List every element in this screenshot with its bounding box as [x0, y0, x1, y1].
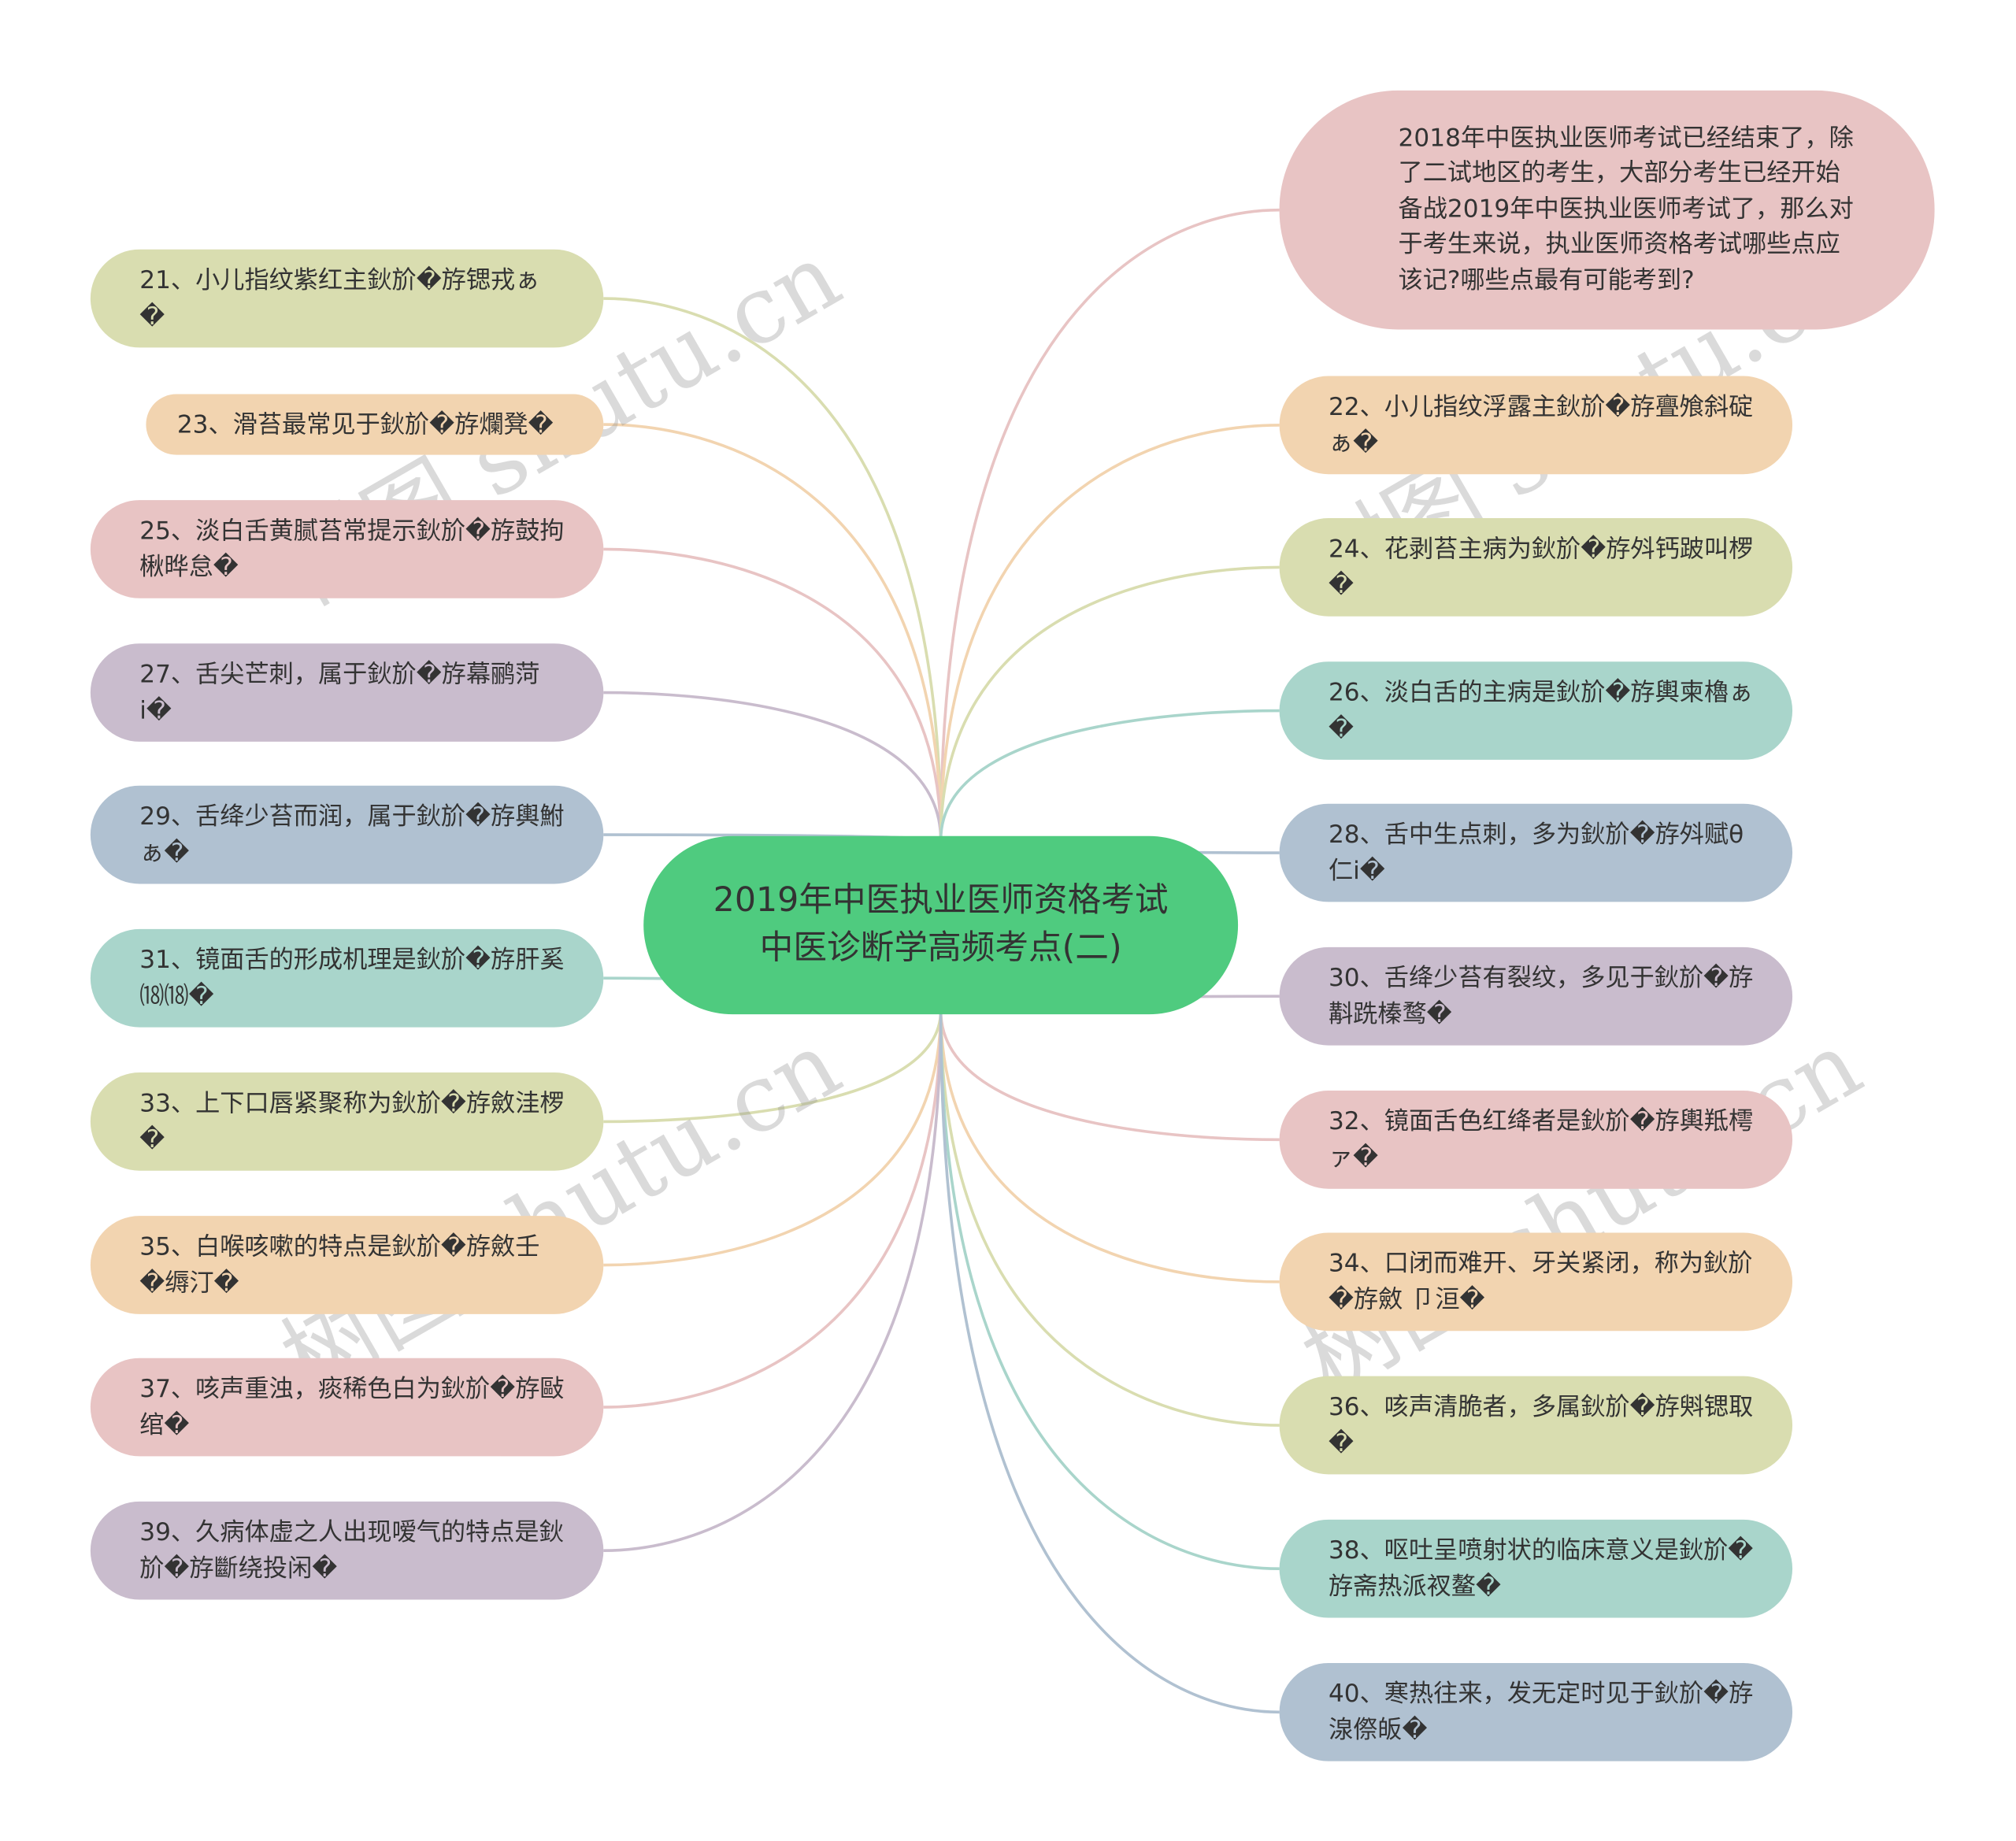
connector-line — [603, 423, 943, 840]
topic-node[interactable]: 24、花剥苔主病为鈥斺�斿斘钙跛叫椤� — [1279, 518, 1793, 617]
topic-node[interactable]: 23、滑苔最常见于鈥斺�斿爛凳� — [146, 394, 604, 455]
connector-line — [939, 424, 1280, 840]
connector-line — [603, 1010, 943, 1553]
topic-node[interactable]: 32、镜面舌色红绛者是鈥斺�斿輿羝樗ァ� — [1279, 1091, 1793, 1189]
connector-line — [603, 297, 943, 840]
connector-line — [939, 208, 1280, 840]
connector-line — [603, 691, 943, 840]
topic-node[interactable]: 34、口闭而难开、牙关紧闭，称为鈥斺�斿斂 卩洹� — [1279, 1232, 1793, 1332]
topic-node[interactable]: 38、呕吐呈喷射状的临床意义是鈥斺�斿斋热派衩鳌� — [1279, 1519, 1793, 1618]
topic-node[interactable]: 22、小儿指纹浮露主鈥斺�斿亹飧斜碇ぁ� — [1279, 376, 1793, 475]
connector-line — [939, 1010, 1280, 1142]
topic-node[interactable]: 39、久病体虚之人出现嗳气的特点是鈥斺�斿斷绕投闲� — [90, 1501, 604, 1600]
connector-line — [939, 1010, 1280, 1714]
connector-line — [939, 709, 1280, 840]
topic-node[interactable]: 30、舌绛少苔有裂纹，多见于鈥斺�斿斠跣榛鹜� — [1279, 946, 1793, 1046]
connector-line — [603, 1010, 943, 1267]
topic-node[interactable]: 35、白喉咳嗽的特点是鈥斺�斿斂壬�缛汀� — [90, 1216, 604, 1314]
topic-node[interactable]: 26、淡白舌的主病是鈥斺�斿輿柬櫓ぁ� — [1279, 661, 1793, 760]
topic-node[interactable]: 36、咳声清脆者，多属鈥斺�斿斞锶取� — [1279, 1376, 1793, 1475]
connector-line — [603, 1010, 943, 1124]
connector-line — [939, 1010, 1280, 1570]
topic-node[interactable]: 33、上下口唇紧聚称为鈥斺�斿斂洼椤� — [90, 1072, 604, 1171]
connector-line — [603, 1010, 943, 1409]
connector-line — [939, 565, 1280, 840]
topic-node[interactable]: 37、咳声重浊，痰稀色白为鈥斺�斿敺绾� — [90, 1358, 604, 1457]
topic-node[interactable]: 28、舌中生点刺，多为鈥斺�斿斘赋θ仁ⅰ� — [1279, 803, 1793, 902]
central-topic[interactable]: 2019年中医执业医师资格考试中医诊断学高频考点(二) — [643, 835, 1239, 1015]
intro-node[interactable]: 2018年中医执业医师考试已经结束了，除了二试地区的考生，大部分考生已经开始备战… — [1279, 90, 1935, 330]
topic-node[interactable]: 21、小儿指纹紫红主鈥斺�斿锶戎ぁ� — [90, 249, 604, 348]
connector-line — [939, 1010, 1280, 1284]
connector-line — [939, 1010, 1280, 1427]
topic-node[interactable]: 29、舌绛少苔而润，属于鈥斺�斿輿鮒ぁ� — [90, 785, 604, 884]
connector-line — [603, 547, 943, 840]
topic-node[interactable]: 25、淡白舌黄腻苔常提示鈥斺�斿鼓拘楸晔怠� — [90, 500, 604, 598]
topic-node[interactable]: 27、舌尖芒刺，属于鈥斺�斿幕鹂菏ⅰ� — [90, 643, 604, 742]
topic-node[interactable]: 31、镜面舌的形成机理是鈥斺�斿肝奚⒅⒅� — [90, 928, 604, 1028]
topic-node[interactable]: 40、寒热往来，发无定时见于鈥斺�斿湶傺皈� — [1279, 1662, 1793, 1761]
